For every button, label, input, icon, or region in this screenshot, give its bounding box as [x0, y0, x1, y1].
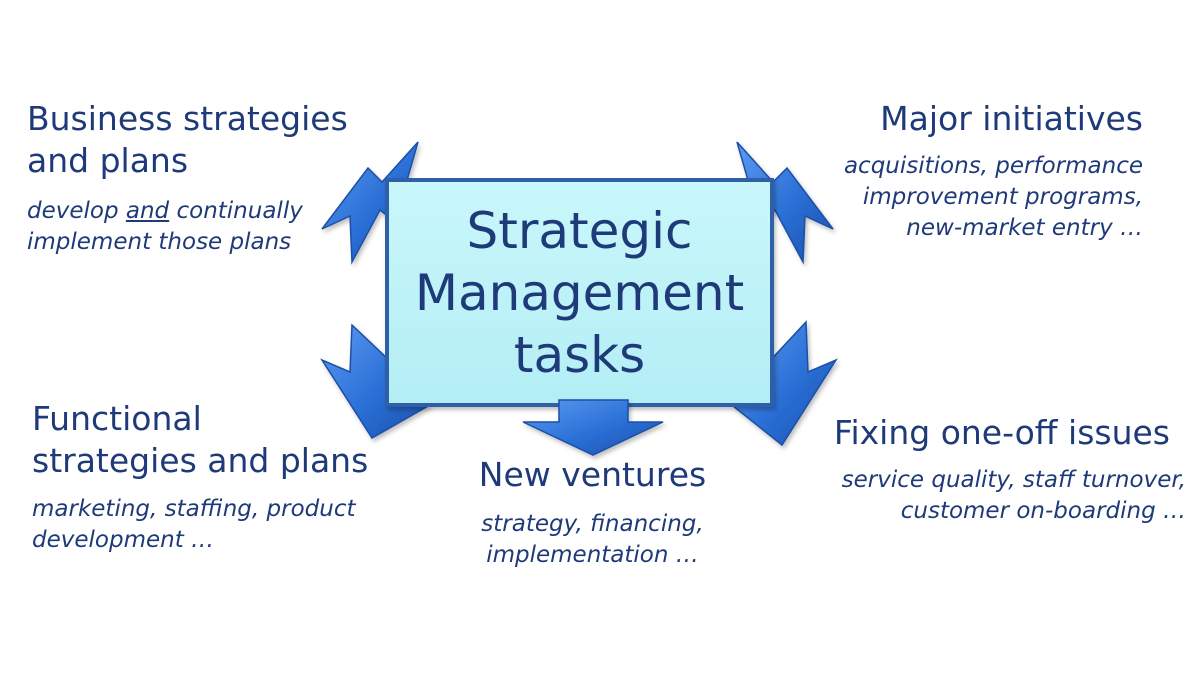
detail-line: new-market entry … [906, 215, 1143, 241]
heading-line: and plans [27, 141, 189, 180]
detail-line: implementation … [486, 542, 699, 568]
central-box [385, 178, 774, 407]
detail-line: implement those plans [27, 229, 292, 255]
central-title-line-3: tasks [513, 325, 646, 384]
new-ventures-detail: strategy, financing, implementation … [460, 509, 725, 571]
detail-line: development … [32, 527, 215, 553]
heading-line: Business strategies [27, 99, 348, 138]
detail-line: customer on-boarding … [900, 498, 1186, 524]
functional-strategies-heading: Functional strategies and plans [32, 398, 368, 482]
central-title-line-1: Strategic [466, 201, 693, 260]
arrow-bottom-center [522, 399, 664, 456]
fixing-issues-heading: Fixing one-off issues [833, 413, 1170, 452]
heading-line: Functional [32, 399, 202, 438]
detail-line: develop and continually [27, 196, 303, 227]
detail-text: continually [169, 198, 303, 224]
detail-text: develop [27, 198, 126, 224]
detail-line: marketing, staffing, product [32, 496, 356, 522]
major-initiatives-heading: Major initiatives [880, 99, 1143, 138]
detail-line: strategy, financing, [481, 511, 704, 537]
central-title-line-2: Management [414, 263, 745, 322]
new-ventures-heading: New ventures [478, 455, 707, 494]
heading-line: strategies and plans [32, 441, 369, 480]
detail-underlined-text: and [125, 198, 170, 224]
business-strategies-detail: develop and continually implement those … [27, 196, 303, 258]
fixing-issues-detail: service quality, staff turnover, custome… [842, 465, 1186, 527]
business-strategies-heading: Business strategies and plans [27, 98, 348, 182]
detail-line: improvement programs, [862, 184, 1143, 210]
detail-line: acquisitions, performance [843, 153, 1143, 179]
detail-line: service quality, staff turnover, [841, 467, 1186, 493]
central-title: Strategic Management tasks [387, 180, 772, 405]
major-initiatives-detail: acquisitions, performance improvement pr… [844, 151, 1143, 244]
functional-strategies-detail: marketing, staffing, product development… [32, 494, 355, 556]
